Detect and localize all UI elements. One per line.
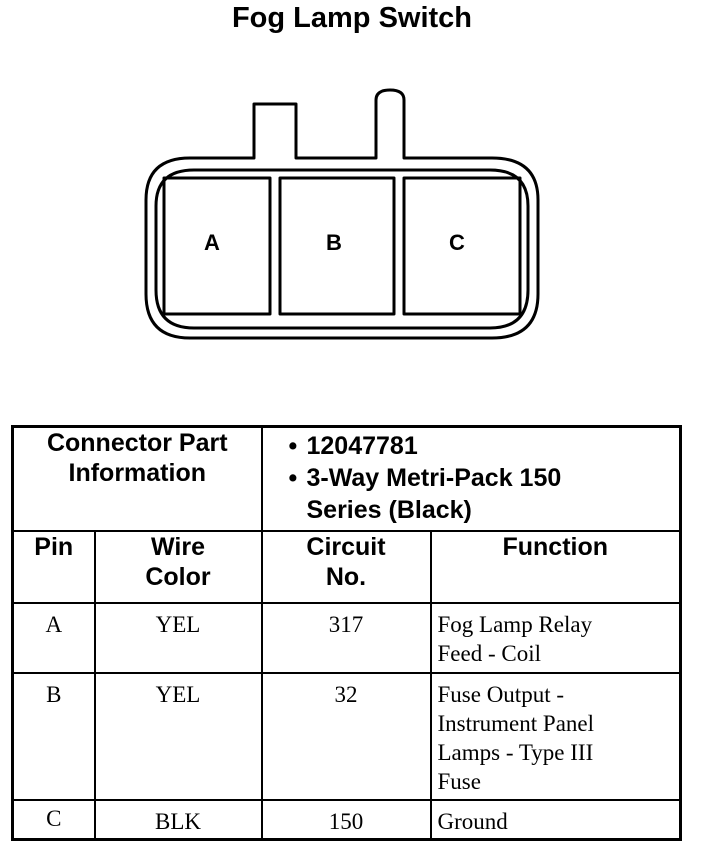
table-row: B YEL 32 Fuse Output - Instrument Panel … <box>11 671 682 801</box>
wire-color-cell: BLK <box>93 798 263 841</box>
bullet-icon: • <box>288 432 298 460</box>
header-wire-color: Wire Color <box>93 529 263 604</box>
bullet-icon: • <box>288 464 298 492</box>
function-cell: Fuse Output - Instrument Panel Lamps - T… <box>429 671 682 801</box>
function-line: Fog Lamp Relay <box>437 611 593 637</box>
pin-cell: C <box>11 798 96 841</box>
function-cell: Ground <box>429 798 682 841</box>
cavity-c <box>402 176 522 316</box>
header-wire-color-line2: Color <box>145 562 211 591</box>
part-info-label-line1: Connector Part <box>46 429 228 457</box>
part-number-line: • 12047781 <box>289 430 680 462</box>
function-line: Lamps - Type III <box>437 739 594 765</box>
header-circuit-no: Circuit No. <box>260 529 432 604</box>
header-circuit-line2: No. <box>325 562 367 591</box>
function-line: Fuse Output - <box>437 681 565 707</box>
part-number: 12047781 <box>306 432 418 460</box>
header-wire-color-line1: Wire <box>151 532 205 561</box>
table-row: C BLK 150 Ground <box>11 798 682 841</box>
function-line: Ground <box>437 808 508 834</box>
part-info-label-line2: Information <box>68 459 207 487</box>
part-info-row: Connector Part Information • 12047781 • 3-… <box>11 425 682 532</box>
part-info-value-cell: • 12047781 • 3-Way Metri-Pack 150 Series (… <box>260 425 682 532</box>
pin-cell: A <box>11 601 96 674</box>
header-function-label: Function <box>502 532 609 561</box>
diagram-title: Fog Lamp Switch <box>231 2 473 34</box>
function-cell: Fog Lamp Relay Feed - Coil <box>429 601 682 674</box>
wire-color-cell: YEL <box>93 601 263 674</box>
part-description-line1: 3-Way Metri-Pack 150 <box>306 464 562 492</box>
cavity-b <box>278 176 396 316</box>
part-description-line: • 3-Way Metri-Pack 150 <box>289 462 680 494</box>
function-line: Feed - Coil <box>437 640 542 666</box>
circuit-cell: 32 <box>260 671 432 801</box>
header-circuit-line1: Circuit <box>306 532 386 561</box>
circuit-cell: 317 <box>260 601 432 674</box>
header-pin-label: Pin <box>34 532 74 561</box>
part-description-line2: Series (Black) <box>306 496 472 524</box>
pin-cell: B <box>11 671 96 801</box>
header-function: Function <box>429 529 682 604</box>
connector-housing-outline <box>144 88 540 340</box>
connector-face-drawing: A B C <box>144 88 540 340</box>
table-row: A YEL 317 Fog Lamp Relay Feed - Coil <box>11 601 682 674</box>
function-line: Fuse <box>437 768 481 794</box>
connector-pinout-table: Connector Part Information • 12047781 • 3-… <box>11 425 682 841</box>
cavity-label-a: A <box>204 230 220 255</box>
wire-color-cell: YEL <box>93 671 263 801</box>
cavity-label-b: B <box>326 230 342 255</box>
circuit-cell: 150 <box>260 798 432 841</box>
column-header-row: Pin Wire Color Circuit No. Function <box>11 529 682 604</box>
cavity-a <box>162 176 272 316</box>
connector-inner-outline <box>154 168 530 330</box>
cavity-label-c: C <box>449 230 465 255</box>
function-line: Instrument Panel <box>437 710 595 736</box>
header-pin: Pin <box>11 529 96 604</box>
part-info-label-cell: Connector Part Information <box>11 425 263 532</box>
